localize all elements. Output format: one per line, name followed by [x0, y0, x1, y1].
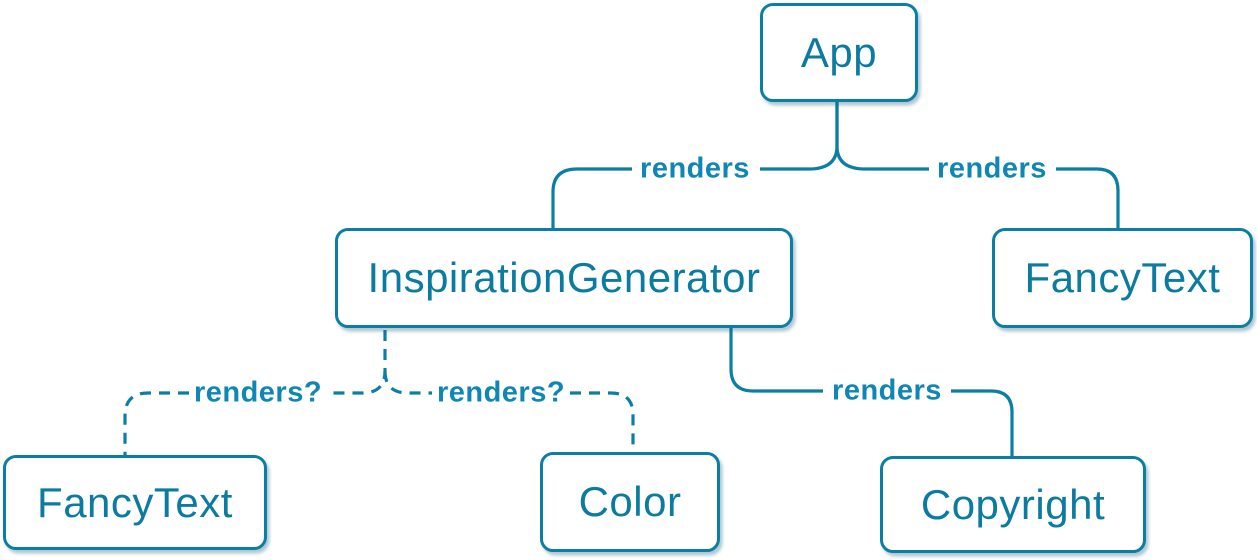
node-copyright: Copyright [880, 456, 1146, 553]
node-inspiration-generator-label: InspirationGenerator [367, 254, 761, 301]
edge-label-app-to-fancy-text: renders [937, 152, 1047, 185]
edge-inspiration-generator-to-copyright [729, 328, 1014, 456]
node-app: App [760, 3, 918, 102]
node-fancy-text-top: FancyText [992, 228, 1253, 328]
node-copyright-label: Copyright [920, 480, 1106, 528]
edge-inspiration-generator-to-color [383, 370, 635, 452]
edge-app-to-fancy-text [835, 102, 1120, 228]
node-fancy-text-top-label: FancyText [1024, 254, 1221, 301]
node-fancy-text-bottom-label: FancyText [37, 478, 233, 526]
node-color-label: Color [578, 478, 682, 525]
node-color: Color [540, 452, 720, 552]
node-app-label: App [800, 28, 878, 76]
edge-label-inspiration-generator-to-fancy-text: renders? [193, 376, 323, 409]
node-fancy-text-bottom: FancyText [3, 455, 267, 550]
edge-label-app-to-inspiration-generator: renders [640, 152, 750, 185]
edge-label-inspiration-generator-to-color: renders? [436, 376, 566, 409]
node-inspiration-generator: InspirationGenerator [335, 228, 793, 328]
edge-label-inspiration-generator-to-copyright: renders [832, 374, 942, 407]
